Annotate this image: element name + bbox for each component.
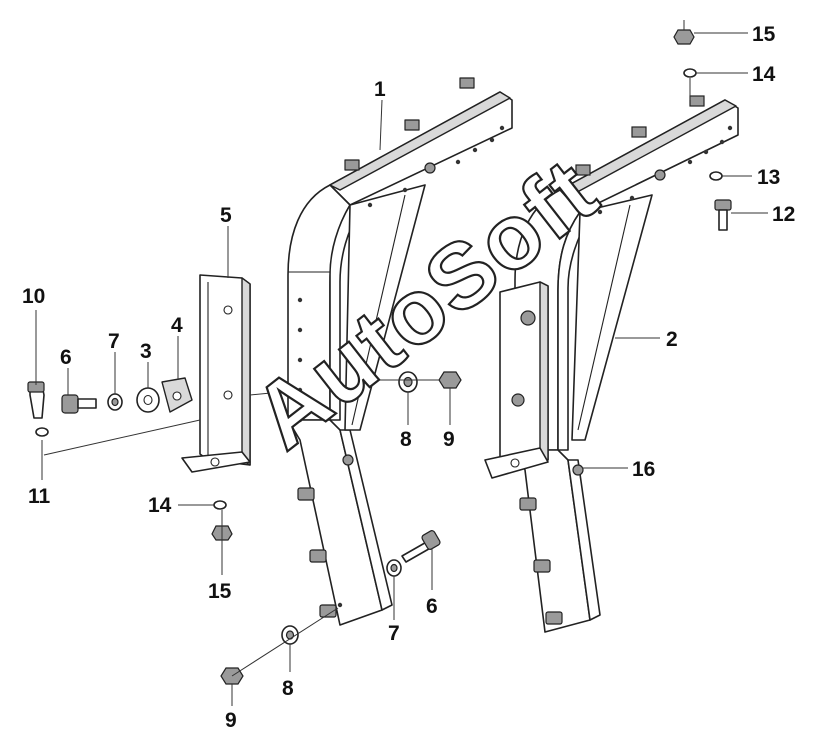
callout-label: 5 [220,204,232,227]
plate-part-5 [181,274,251,473]
callout-label: 7 [388,622,400,645]
callout-label: 6 [60,346,72,369]
callout-label: 8 [282,677,294,700]
bracket-right [484,95,739,633]
callout-label: 15 [208,580,232,603]
callout-label: 9 [443,428,455,451]
callout-label: 12 [772,203,795,226]
hardware-left [27,371,462,685]
callout-label: 15 [752,23,776,46]
callout-label: 7 [108,330,120,353]
callout-label: 13 [757,166,780,189]
callout-label: 16 [632,458,655,481]
callout-labels: 1 2 3 4 5 6 6 7 7 8 8 9 9 10 11 12 13 14… [22,23,795,732]
callout-label: 11 [28,485,51,508]
callout-label: 3 [140,340,152,363]
callout-label: 10 [22,285,45,308]
callout-label: 6 [426,595,438,618]
callout-label: 9 [225,709,237,732]
callout-label: 8 [400,428,412,451]
callout-label: 14 [752,63,776,86]
callout-label: 4 [171,314,183,337]
callout-label: 2 [666,328,678,351]
bracket-left [287,77,513,626]
callout-label: 14 [148,494,172,517]
callout-label: 1 [374,78,386,101]
leader-lines [35,20,768,706]
